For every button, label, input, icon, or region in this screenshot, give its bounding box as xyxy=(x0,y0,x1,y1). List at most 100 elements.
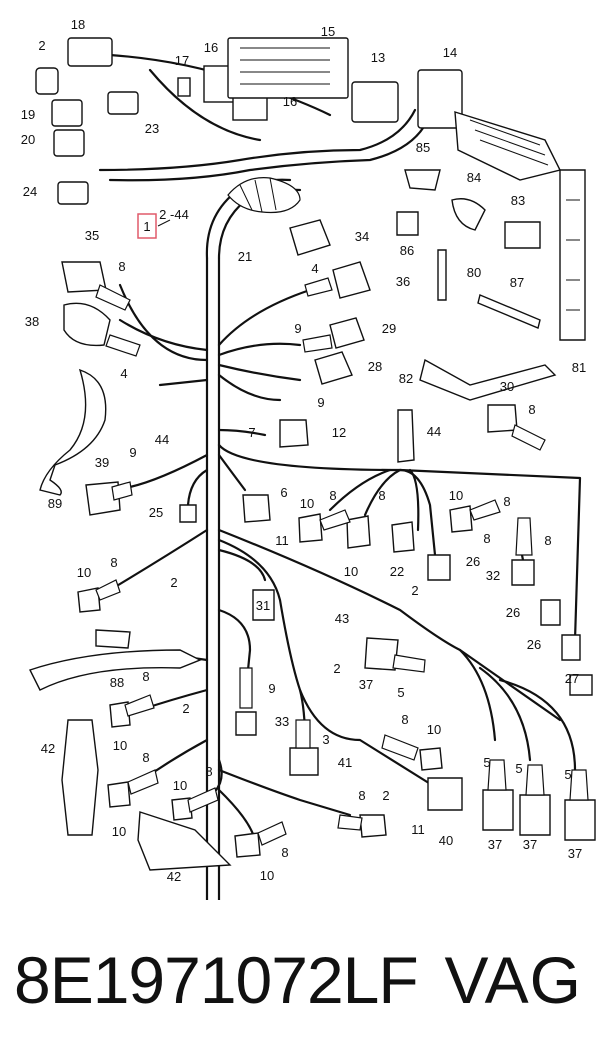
callout-44: 44 xyxy=(427,424,441,439)
callout-19: 19 xyxy=(21,107,35,122)
callout-20: 20 xyxy=(21,132,35,147)
callout-2: 2 xyxy=(411,583,418,598)
callout-10: 10 xyxy=(344,564,358,579)
callout-35: 35 xyxy=(85,228,99,243)
callout-37: 37 xyxy=(488,837,502,852)
callout-10: 10 xyxy=(260,868,274,883)
callout-37: 37 xyxy=(568,846,582,861)
callout-10: 10 xyxy=(427,722,441,737)
callout-42: 42 xyxy=(41,741,55,756)
callout-12: 12 xyxy=(332,425,346,440)
callout-9: 9 xyxy=(294,321,301,336)
callout-11: 11 xyxy=(275,533,289,548)
callout-8: 8 xyxy=(378,488,385,503)
callout-88: 88 xyxy=(110,675,124,690)
callout-33: 33 xyxy=(275,714,289,729)
callout-86: 86 xyxy=(400,243,414,258)
callout-8: 8 xyxy=(401,712,408,727)
top-components xyxy=(35,37,562,205)
callout-32: 32 xyxy=(486,568,500,583)
callout-8: 8 xyxy=(503,494,510,509)
callout-8: 8 xyxy=(544,533,551,548)
brackets xyxy=(29,368,232,871)
callout-2: 2 xyxy=(333,661,340,676)
callout-15: 15 xyxy=(321,24,335,39)
callout-2: 2 xyxy=(170,575,177,590)
callout-3: 3 xyxy=(322,732,329,747)
callout-30: 30 xyxy=(500,379,514,394)
callout-28: 28 xyxy=(368,359,382,374)
callout-5: 5 xyxy=(397,685,404,700)
callout-5: 5 xyxy=(564,767,571,782)
callout-25: 25 xyxy=(149,505,163,520)
callout-10: 10 xyxy=(77,565,91,580)
callout-27: 27 xyxy=(565,671,579,686)
callout-8: 8 xyxy=(329,488,336,503)
callout-11: 11 xyxy=(411,822,425,837)
callout-2: 2 xyxy=(382,788,389,803)
callout-18: 18 xyxy=(71,17,85,32)
callout-16: 16 xyxy=(283,94,297,109)
callout-8: 8 xyxy=(118,259,125,274)
callout-8: 8 xyxy=(483,531,490,546)
highlight-marker: 1 xyxy=(137,213,171,239)
callout-81: 81 xyxy=(572,360,586,375)
callout-8: 8 xyxy=(142,669,149,684)
callout-26: 26 xyxy=(506,605,520,620)
callout-5: 5 xyxy=(515,761,522,776)
highlight-box xyxy=(137,213,157,239)
callout-82: 82 xyxy=(399,371,413,386)
callout-37: 37 xyxy=(523,837,537,852)
callout-9: 9 xyxy=(317,395,324,410)
callout-4: 4 xyxy=(311,261,318,276)
callout-43: 43 xyxy=(335,611,349,626)
brand-name: VAG xyxy=(444,943,582,1017)
callout-10: 10 xyxy=(300,496,314,511)
callout-29: 29 xyxy=(382,321,396,336)
callout-8: 8 xyxy=(142,750,149,765)
callout-5: 5 xyxy=(483,755,490,770)
callout-2: 2 xyxy=(182,701,189,716)
callout-22: 22 xyxy=(390,564,404,579)
callout-83: 83 xyxy=(511,193,525,208)
callout-85: 85 xyxy=(416,140,430,155)
connectors xyxy=(61,219,596,858)
callout-6: 6 xyxy=(280,485,287,500)
callout-36: 36 xyxy=(396,274,410,289)
callout-21: 21 xyxy=(238,249,252,264)
callout-44: 44 xyxy=(155,432,169,447)
callout-10: 10 xyxy=(173,778,187,793)
callout-17: 17 xyxy=(175,53,189,68)
callout-26: 26 xyxy=(527,637,541,652)
wiring-harness-diagram: 1 xyxy=(21,17,596,900)
callout-42: 42 xyxy=(167,869,181,884)
footer: 8E1971072LF VAG xyxy=(0,935,600,1025)
highlight-label: 1 xyxy=(143,219,150,234)
callout-8: 8 xyxy=(205,764,212,779)
callout-26: 26 xyxy=(466,554,480,569)
callout-13: 13 xyxy=(371,50,385,65)
callout-40: 40 xyxy=(439,833,453,848)
callout-10: 10 xyxy=(113,738,127,753)
callout-80: 80 xyxy=(467,265,481,280)
callout-89: 89 xyxy=(48,496,62,511)
callout-8: 8 xyxy=(281,845,288,860)
callout-37: 37 xyxy=(359,677,373,692)
callout-87: 87 xyxy=(510,275,524,290)
callout-10: 10 xyxy=(112,824,126,839)
callout-9: 9 xyxy=(268,681,275,696)
callout-38: 38 xyxy=(25,314,39,329)
callout-10: 10 xyxy=(449,488,463,503)
callout-4: 4 xyxy=(120,366,127,381)
callout-23: 23 xyxy=(145,121,159,136)
callout-2: 2 xyxy=(38,38,45,53)
callout-8: 8 xyxy=(110,555,117,570)
part-number: 8E1971072LF xyxy=(14,943,419,1017)
callout-24: 24 xyxy=(23,184,37,199)
callout-84: 84 xyxy=(467,170,481,185)
callout-7: 7 xyxy=(248,425,255,440)
callout-14: 14 xyxy=(443,45,457,60)
callout-16: 16 xyxy=(204,40,218,55)
callout-39: 39 xyxy=(95,455,109,470)
